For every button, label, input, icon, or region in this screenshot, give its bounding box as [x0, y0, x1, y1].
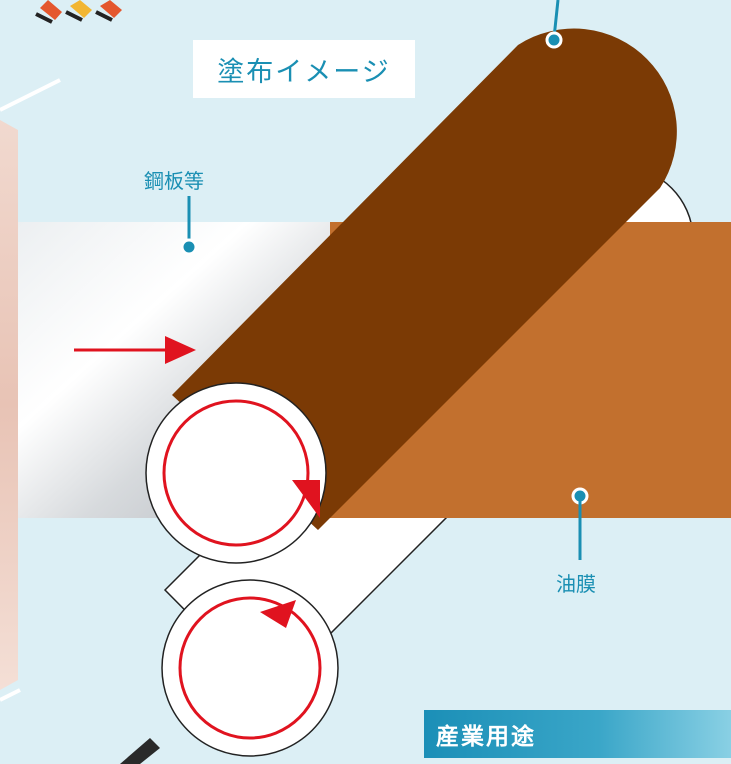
upper-rotation-arrowhead: [292, 480, 320, 518]
lower-rotation-arrowhead: [260, 600, 296, 628]
callout-upper-roller: [545, 0, 563, 49]
diagram-title: 塗布イメージ: [193, 40, 415, 98]
feed-arrow-head: [165, 336, 196, 364]
upper-roller: [145, 28, 677, 564]
steel-sheet-label: 鋼板等: [144, 169, 204, 193]
callout-oil-film: [571, 487, 589, 560]
callout-steel-sheet: [180, 196, 198, 256]
bottom-photo-fragment: [120, 738, 160, 764]
side-photo-strip: [0, 120, 18, 690]
oil-film-label: 油膜: [556, 572, 596, 596]
brush-photo: [30, 0, 140, 24]
category-tab[interactable]: 産業用途: [424, 710, 731, 758]
hexagon-edge-left: [0, 78, 61, 702]
